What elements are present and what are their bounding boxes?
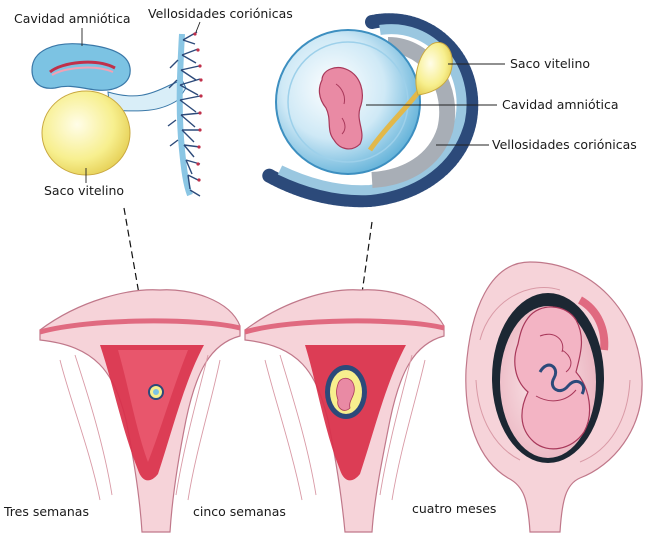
embryo-curled: [318, 67, 363, 150]
leader-lines: [81, 21, 505, 183]
chorionic-villi-trunk: [176, 33, 193, 197]
uterus-three-weeks: [39, 289, 241, 533]
caption-three-weeks: Tres semanas: [4, 504, 89, 519]
yolk-sac-pear: [415, 42, 453, 96]
five-week-embryo-group: [261, 13, 479, 208]
fetus-4m: [514, 306, 591, 450]
label-amniotic-cavity-left: Cavidad amniótica: [14, 11, 131, 26]
villi-fringe: [261, 13, 479, 208]
uterus-five-weeks: [244, 289, 445, 533]
label-chorionic-villi-right: Vellosidades coriónicas: [492, 137, 637, 152]
label-amniotic-cavity-right: Cavidad amniótica: [502, 97, 619, 112]
yolk-stalk: [367, 88, 422, 152]
yolk-sac-sphere: [41, 90, 131, 176]
caption-four-months: cuatro meses: [412, 501, 497, 516]
embryonic-disc: [49, 60, 116, 74]
umbilical-cord: [538, 363, 585, 395]
uterus-four-months: [465, 261, 643, 533]
label-yolk-sac-right: Saco vitelino: [510, 56, 591, 71]
villi-red-dots: [193, 32, 203, 182]
caption-five-weeks: cinco semanas: [193, 504, 286, 519]
chorion-gray-band: [371, 37, 456, 188]
label-yolk-sac-left: Saco vitelino: [44, 183, 125, 198]
villi-branches: [167, 31, 202, 197]
label-chorionic-villi-left: Vellosidades coriónicas: [148, 6, 293, 21]
early-embryo-group: [31, 31, 203, 197]
